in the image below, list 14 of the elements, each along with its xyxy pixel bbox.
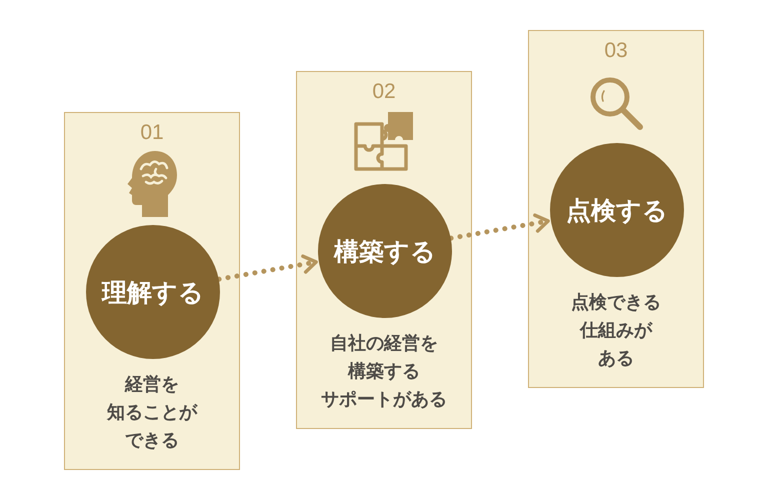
step-circle: 理解する xyxy=(86,225,220,359)
step-panel xyxy=(64,112,240,470)
dotted-arrow xyxy=(216,254,319,282)
step-circle: 構築する xyxy=(318,184,452,318)
step-number: 02 xyxy=(372,80,396,104)
step-number: 03 xyxy=(604,39,628,63)
step-description: 点検できる仕組みがある xyxy=(571,291,661,371)
step-panel xyxy=(528,30,704,388)
step-circle: 点検する xyxy=(550,143,684,277)
step-number: 01 xyxy=(140,121,164,145)
step-description: 自社の経営を構築するサポートがある xyxy=(321,332,447,412)
step-panel xyxy=(296,71,472,429)
step-description: 経営を知ることができる xyxy=(107,373,197,453)
dotted-arrow xyxy=(448,213,551,241)
